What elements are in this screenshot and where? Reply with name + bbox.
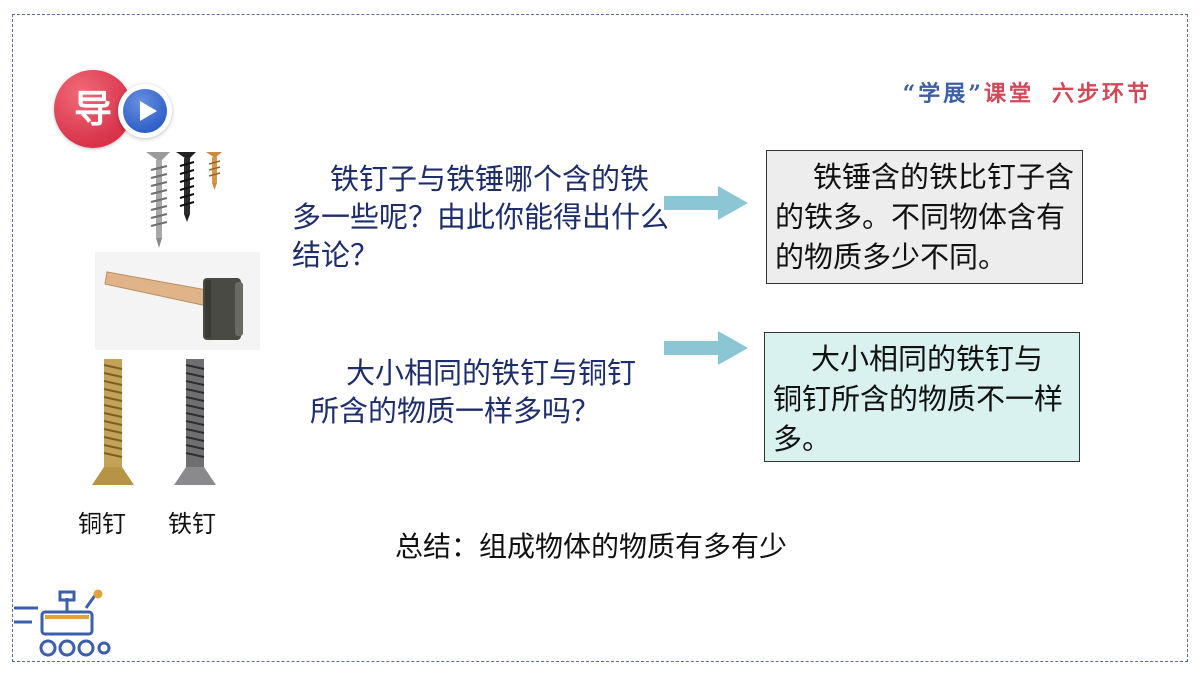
rover-icon: [14, 589, 111, 657]
answer-2-box: 大小相同的铁钉与铜钉所含的物质不一样多。: [764, 332, 1080, 462]
hammer-image: [95, 252, 260, 350]
brand-part3: 六步环节: [1051, 81, 1152, 107]
slide-frame: [12, 14, 1188, 662]
brand-part1: “学展”: [902, 81, 984, 107]
question-1: 铁钉子与铁锤哪个含的铁多一些呢？由此你能得出什么结论？: [292, 162, 670, 272]
answer-1-box: 铁锤含的铁比钉子含的铁多。不同物体含有的物质多少不同。: [766, 150, 1083, 284]
screws-image: [146, 152, 222, 248]
play-icon[interactable]: [118, 84, 172, 138]
copper-nail-label: 铜钉: [78, 510, 126, 538]
iron-nail-image: [174, 359, 216, 485]
brand-title: “学展”课堂六步环节: [903, 76, 1152, 108]
iron-nail-label: 铁钉: [168, 510, 216, 538]
brand-part2: 课堂: [983, 81, 1034, 107]
copper-nail-image: [92, 359, 134, 485]
arrow-right-icon: [664, 186, 748, 220]
arrow-right-icon: [664, 331, 748, 365]
question-2: 大小相同的铁钉与铜钉所含的物质一样多吗？: [310, 356, 637, 428]
summary-text: 总结：组成物体的物质有多有少: [395, 530, 788, 563]
section-badge: 导: [54, 70, 179, 150]
